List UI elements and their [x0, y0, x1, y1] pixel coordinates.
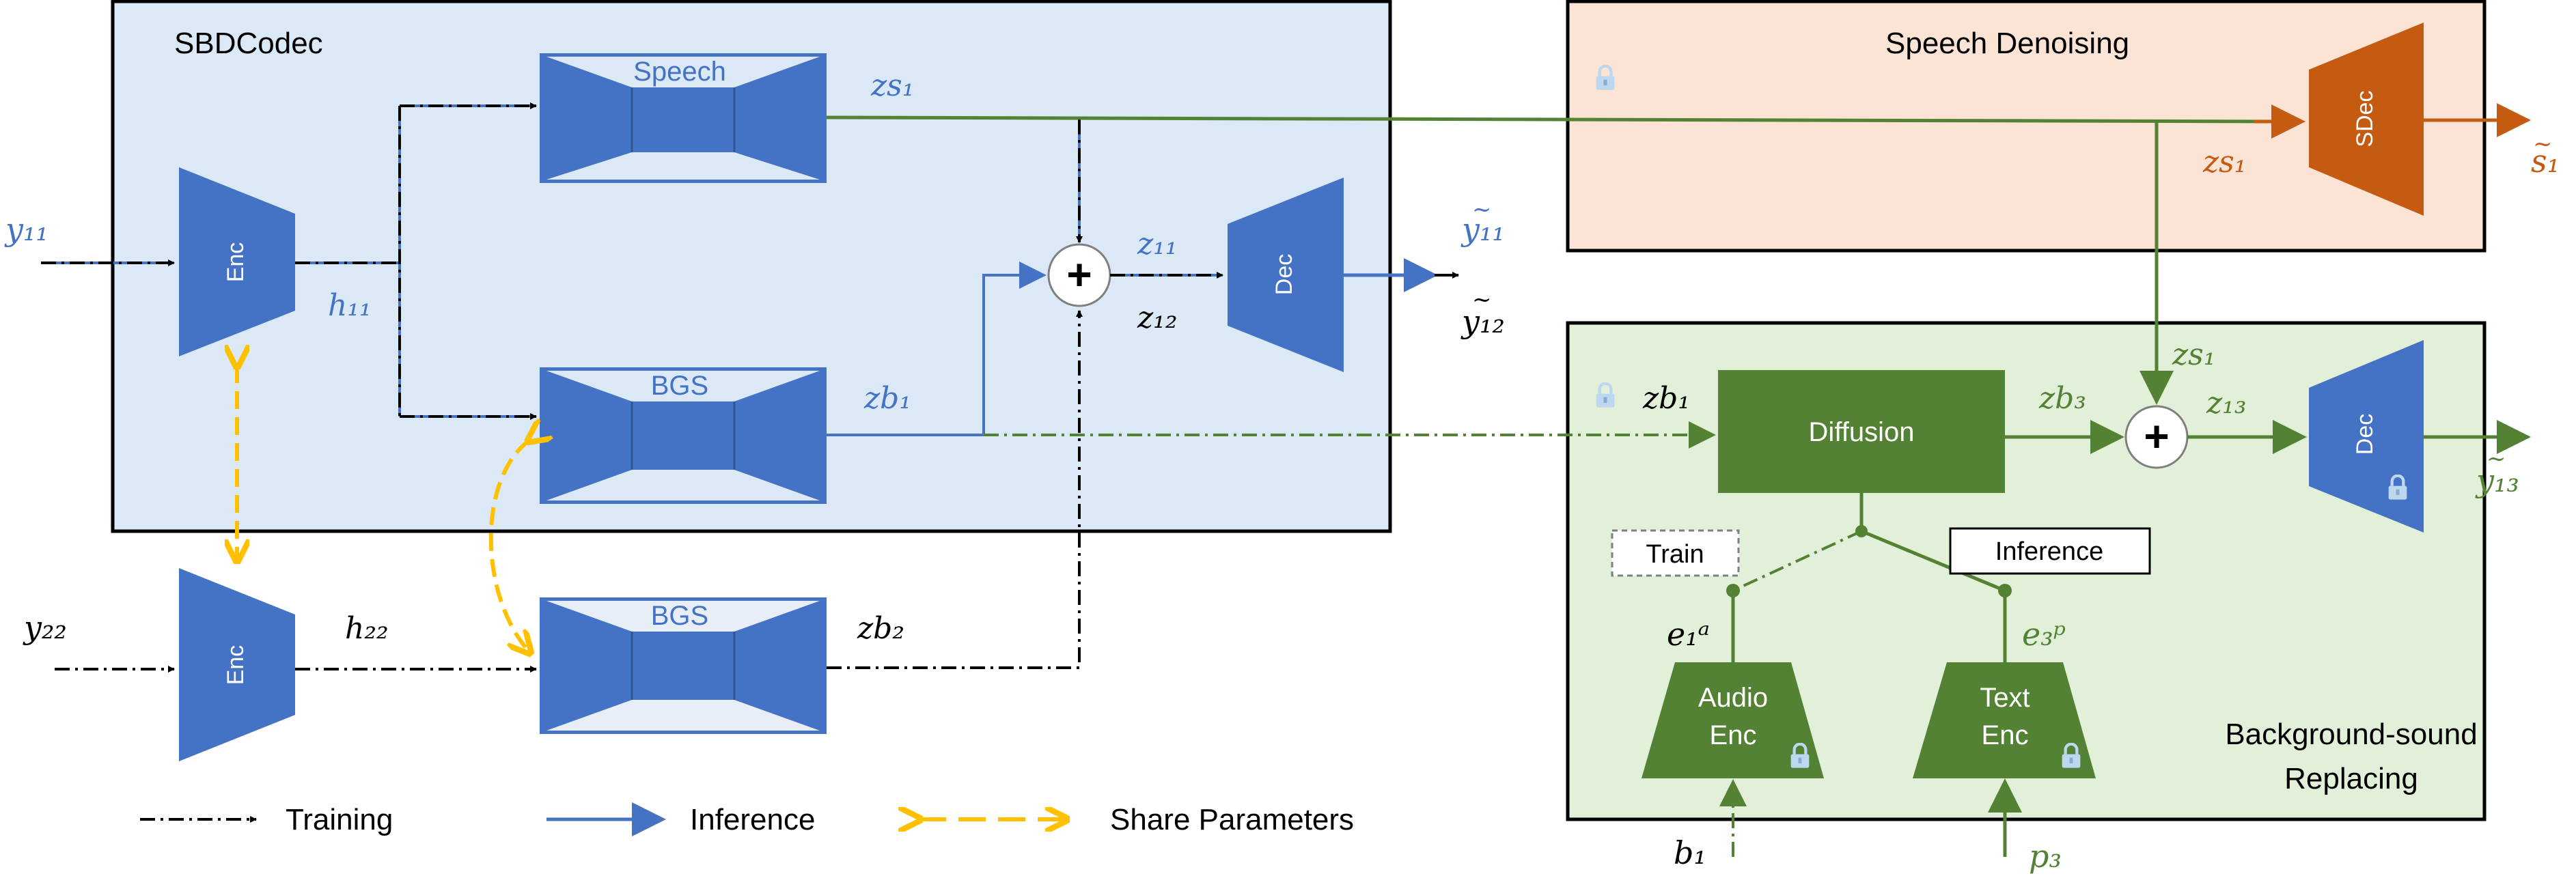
legend-inference-label: Inference — [690, 803, 815, 836]
bgs-bottom-block: BGS — [540, 597, 827, 734]
label-h22: h₂₂ — [345, 611, 389, 646]
bgs-top-label: BGS — [651, 371, 708, 401]
encoder-bottom-block — [179, 568, 295, 761]
sum-node-sbd-plus: + — [1066, 250, 1092, 299]
label-zb1: zb₁ — [863, 381, 911, 416]
label-y13-hat: y₁₃ — [2475, 462, 2519, 499]
tilde-s1: ~ — [2533, 130, 2553, 158]
label-zb1-black: zb₁ — [1642, 381, 1690, 416]
bg-replacing-title-line2: Replacing — [2284, 762, 2418, 795]
decoder-sbd-block — [1228, 178, 1344, 372]
train-mode-label: Train — [1646, 540, 1704, 569]
zb1-to-sum-arrow — [827, 262, 1047, 436]
inference-mode-label: Inference — [1995, 537, 2103, 566]
zs1-line — [826, 115, 2289, 124]
audio-enc-block — [1642, 662, 1824, 778]
bg-replacing-title-line1: Background-sound — [2225, 718, 2477, 751]
label-zb3: zb₃ — [2038, 381, 2086, 416]
inference-mode-box — [1949, 527, 2151, 575]
label-s1-hat: s₁ — [2531, 143, 2560, 180]
label-y22: y₂₂ — [23, 609, 67, 646]
audio-enc-label-1: Audio — [1698, 683, 1768, 713]
text-enc-block — [1913, 662, 2096, 778]
sdec-block — [2309, 23, 2424, 216]
label-zs1-orange: zs₁ — [2202, 145, 2246, 180]
legend-training-label: Training — [286, 803, 393, 836]
label-zs1: zs₁ — [870, 68, 914, 103]
speech-decoder-block: Speech — [540, 53, 827, 183]
label-h11: h₁₁ — [328, 288, 372, 323]
zb2-to-sum-arrow — [827, 310, 1083, 669]
inference-branch-line — [1861, 529, 2006, 593]
label-y11-hat: y₁₁ — [1460, 211, 1505, 248]
label-y12-hat: y₁₂ — [1460, 303, 1505, 340]
encoder-top-label: Enc — [223, 242, 249, 283]
bgs-top-block: BGS — [540, 367, 827, 504]
tilde-y13: ~ — [2487, 445, 2506, 472]
encoder-top-block — [179, 167, 295, 356]
share-bgs-arrow — [488, 440, 529, 652]
diffusion-label: Diffusion — [1809, 417, 1915, 447]
label-z13: z₁₃ — [2206, 386, 2246, 421]
label-z11: z₁₁ — [1137, 227, 1177, 262]
diffusion-block — [1718, 370, 2005, 493]
speech-denoising-title: Speech Denoising — [1885, 27, 2129, 60]
sbdcodec-title: SBDCodec — [174, 27, 323, 60]
bgs-bottom-label: BGS — [651, 601, 708, 631]
legend-share-label: Share Parameters — [1110, 803, 1354, 836]
label-z12: z₁₂ — [1137, 300, 1177, 335]
tilde-y12: ~ — [1472, 286, 1492, 313]
label-e1a: e₁ᵃ — [1667, 616, 1710, 653]
label-b1: b₁ — [1674, 834, 1706, 871]
label-p3: p₃ — [2029, 838, 2062, 875]
text-enc-label-2: Enc — [1982, 720, 2029, 750]
speech-label: Speech — [633, 57, 726, 87]
train-branch-line — [1732, 530, 1862, 592]
label-zs1-green: zs₁ — [2172, 337, 2215, 372]
audio-enc-label-2: Enc — [1710, 720, 1757, 750]
train-mode-box — [1611, 529, 1740, 577]
decoder-green-label: Dec — [2352, 414, 2378, 455]
encoder-bottom-label: Enc — [223, 645, 249, 686]
decoder-sbd-label: Dec — [1271, 254, 1297, 295]
sdec-label: SDec — [2352, 90, 2378, 147]
label-y11: y₁₁ — [4, 211, 49, 248]
decoder-green-block — [2309, 340, 2424, 533]
tilde-y11: ~ — [1472, 196, 1492, 223]
label-e3p: e₃ᵖ — [2022, 616, 2066, 653]
text-enc-label-1: Text — [1980, 683, 2030, 713]
sum-node-bg-plus: + — [2144, 412, 2169, 461]
label-zb2: zb₂ — [857, 611, 904, 646]
